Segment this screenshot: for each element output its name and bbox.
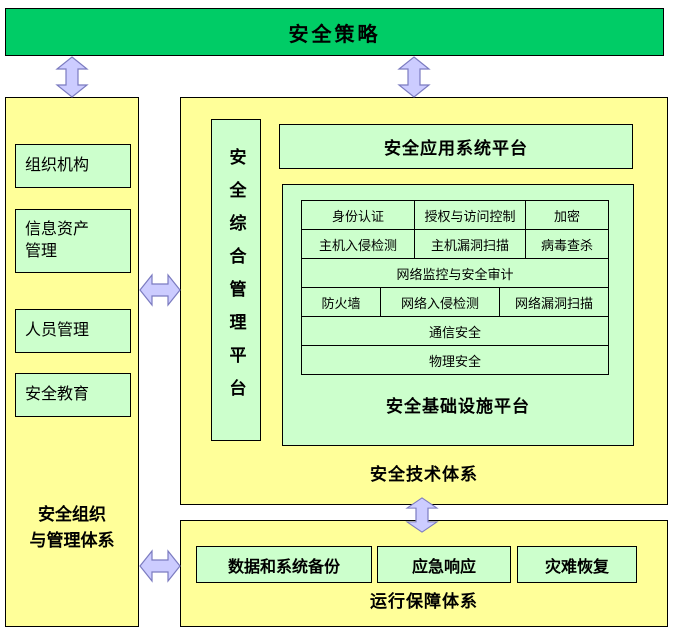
table-row: 防火墙 网络入侵检测 网络漏洞扫描 (301, 287, 609, 317)
operation-support-panel: 数据和系统备份 应急响应 灾难恢复 运行保障体系 (180, 520, 668, 627)
emergency-response-box: 应急响应 (377, 546, 511, 583)
app-platform-box: 安全应用系统平台 (279, 124, 633, 169)
cell-encryption: 加密 (525, 200, 609, 230)
cell-network-intrusion-detection: 网络入侵检测 (380, 287, 500, 317)
info-asset-management-box: 信息资产 管理 (15, 209, 131, 273)
tech-system-panel: 安全综合管理平台 安全应用系统平台 身份认证 授权与访问控制 加密 主机入侵检测… (180, 97, 668, 505)
table-row: 物理安全 (301, 345, 609, 375)
table-row: 身份认证 授权与访问控制 加密 (301, 200, 609, 230)
security-policy-banner: 安全策略 (5, 8, 664, 56)
security-education-label: 安全教育 (25, 386, 90, 403)
table-row: 通信安全 (301, 316, 609, 346)
table-row: 网络监控与安全审计 (301, 258, 609, 288)
infrastructure-table: 身份认证 授权与访问控制 加密 主机入侵检测 主机漏洞扫描 病毒查杀 网络监控与… (301, 200, 609, 375)
personnel-management-box: 人员管理 (15, 309, 131, 353)
tech-system-label: 安全技术体系 (370, 465, 478, 484)
cell-identity-authentication: 身份认证 (301, 200, 415, 230)
operation-support-label: 运行保障体系 (370, 592, 478, 611)
cell-authorization-access-control: 授权与访问控制 (414, 200, 526, 230)
disaster-recovery-box: 灾难恢复 (517, 546, 637, 583)
org-structure-box: 组织机构 (15, 144, 131, 188)
cell-network-monitoring-audit: 网络监控与安全审计 (301, 258, 609, 288)
infrastructure-platform-label: 安全基础设施平台 (386, 397, 530, 416)
security-education-box: 安全教育 (15, 373, 131, 417)
app-platform-label: 安全应用系统平台 (384, 139, 528, 158)
double-arrow-org-to-ops-icon (139, 549, 181, 583)
cell-virus-scan: 病毒查杀 (525, 229, 609, 259)
double-arrow-policy-to-org-icon (55, 56, 89, 98)
cell-network-vulnerability-scan: 网络漏洞扫描 (499, 287, 609, 317)
org-management-system-label: 安全组织 与管理体系 (29, 505, 115, 550)
cell-host-intrusion-detection: 主机入侵检测 (301, 229, 415, 259)
mgmt-platform-box: 安全综合管理平台 (211, 119, 261, 441)
data-system-backup-label: 数据和系统备份 (227, 558, 340, 576)
org-management-panel: 组织机构 信息资产 管理 人员管理 安全教育 安全组织 与管理体系 (5, 97, 139, 627)
double-arrow-org-to-tech-icon (139, 273, 181, 307)
double-arrow-policy-to-tech-icon (397, 56, 431, 98)
cell-communication-security: 通信安全 (301, 316, 609, 346)
disaster-recovery-label: 灾难恢复 (544, 558, 609, 576)
info-asset-management-label: 信息资产 管理 (25, 221, 90, 260)
cell-host-vulnerability-scan: 主机漏洞扫描 (414, 229, 526, 259)
infrastructure-box: 身份认证 授权与访问控制 加密 主机入侵检测 主机漏洞扫描 病毒查杀 网络监控与… (282, 184, 634, 446)
double-arrow-tech-to-ops-icon (405, 497, 439, 533)
personnel-management-label: 人员管理 (25, 322, 90, 339)
data-system-backup-box: 数据和系统备份 (196, 546, 372, 583)
cell-firewall: 防火墙 (301, 287, 381, 317)
cell-physical-security: 物理安全 (301, 345, 609, 375)
table-row: 主机入侵检测 主机漏洞扫描 病毒查杀 (301, 229, 609, 259)
emergency-response-label: 应急响应 (411, 558, 476, 576)
security-policy-label: 安全策略 (288, 23, 381, 46)
mgmt-platform-label: 安全综合管理平台 (226, 148, 246, 412)
org-structure-label: 组织机构 (25, 157, 90, 174)
